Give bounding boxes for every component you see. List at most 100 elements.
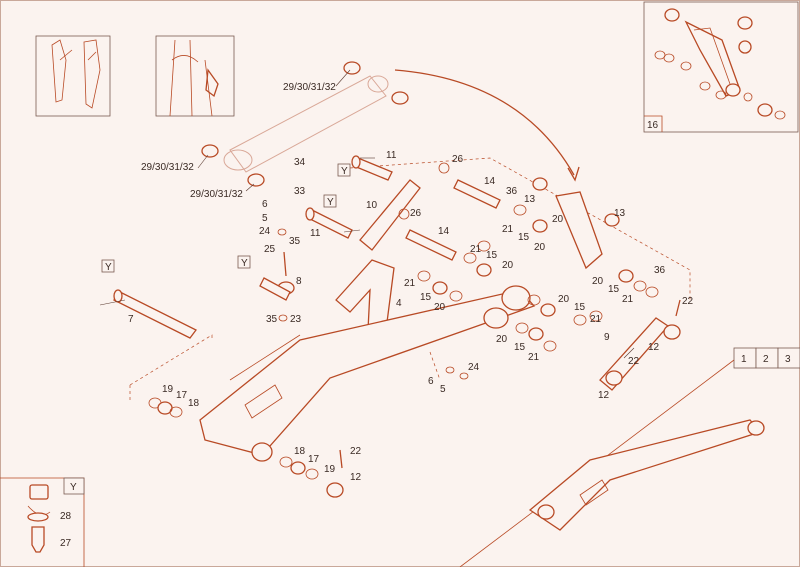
callout: 17: [176, 390, 188, 401]
callout: 19: [324, 464, 336, 475]
bolt-25: [283, 251, 287, 277]
bushings: [148, 162, 681, 498]
callout: 20: [534, 242, 546, 253]
callout: 15: [518, 232, 530, 243]
bolt-22-right: [675, 299, 681, 317]
callout: 15: [420, 292, 432, 303]
callout: 13: [614, 208, 626, 219]
thumbnail-left: [35, 35, 111, 117]
callout: 9: [604, 332, 610, 343]
pin-8: [259, 277, 291, 301]
tab-3[interactable]: [777, 347, 800, 369]
inset-y-label: Y: [70, 482, 77, 493]
callout: 5: [440, 384, 446, 395]
assembly-arrow: [394, 69, 575, 176]
callout: 20: [496, 334, 508, 345]
callout: 4: [396, 298, 402, 309]
callout: 29/30/31/32: [190, 189, 243, 200]
small-boom: [528, 419, 765, 531]
callout: 18: [294, 446, 306, 457]
pin-7: [113, 289, 197, 339]
callout: 26: [452, 154, 464, 165]
washer: [343, 61, 361, 75]
callout: 24: [259, 226, 271, 237]
callout: 15: [574, 302, 586, 313]
callout: 12: [598, 390, 610, 401]
svg-text:Y: Y: [341, 166, 348, 177]
leader-lines: [99, 69, 635, 359]
svg-text:Y: Y: [105, 262, 112, 273]
callout: 17: [308, 454, 320, 465]
callout: 28: [60, 511, 72, 522]
rocker-13: [555, 191, 603, 270]
callout: 12: [648, 342, 660, 353]
callout: 21: [470, 244, 482, 255]
washer: [201, 144, 219, 158]
callout: 29/30/31/32: [141, 162, 194, 173]
callout: 14: [484, 176, 496, 187]
callout: 14: [438, 226, 450, 237]
washer: [247, 173, 265, 187]
callout: 15: [514, 342, 526, 353]
svg-text:Y: Y: [327, 197, 334, 208]
callout: 25: [264, 244, 276, 255]
tab-1-label: 1: [741, 354, 747, 365]
inset-16: [643, 1, 799, 133]
pin-14-lower: [405, 229, 457, 261]
washer: [391, 91, 409, 105]
callout: 8: [296, 276, 302, 287]
callout: 18: [188, 398, 200, 409]
callout: 13: [524, 194, 536, 205]
svg-text:Y: Y: [241, 258, 248, 269]
callout: 20: [434, 302, 446, 313]
callout: 33: [294, 186, 306, 197]
callout: 12: [350, 472, 362, 483]
callout: 21: [622, 294, 634, 305]
callout: 7: [128, 314, 134, 325]
tab-3-label: 3: [785, 354, 791, 365]
callout: 20: [552, 214, 564, 225]
callout: 21: [590, 314, 602, 325]
link-10: [359, 179, 421, 251]
callout: 26: [410, 208, 422, 219]
callout-labels: 29/30/31/32 29/30/31/32 29/30/31/32 34 3…: [60, 82, 694, 549]
callout: 35: [289, 236, 301, 247]
callout: 15: [486, 250, 498, 261]
view-tabs[interactable]: [733, 347, 800, 369]
callout: 29/30/31/32: [283, 82, 336, 93]
callout: 21: [404, 278, 416, 289]
pin-11-lower: [305, 207, 353, 239]
callout: 22: [350, 446, 362, 457]
pin-11-upper: [351, 155, 393, 181]
callout: 6: [428, 376, 434, 387]
callout: 36: [654, 265, 666, 276]
bolt-22-left: [339, 449, 343, 469]
thumbnail-right: [155, 35, 235, 117]
main-boom: [199, 285, 536, 462]
callout: 20: [592, 276, 604, 287]
callout: 19: [162, 384, 174, 395]
callout: 21: [528, 352, 540, 363]
callout: 34: [294, 157, 306, 168]
callout: 20: [558, 294, 570, 305]
callout: 22: [628, 356, 640, 367]
callout: 15: [608, 284, 620, 295]
tab-2-label: 2: [763, 354, 769, 365]
callout: 5: [262, 213, 268, 224]
pin-14-upper: [453, 179, 501, 209]
callout: 21: [502, 224, 514, 235]
callout: 36: [506, 186, 518, 197]
callout: 6: [262, 199, 268, 210]
callout: 35: [266, 314, 278, 325]
callout: 23: [290, 314, 302, 325]
callout: 11: [310, 228, 321, 239]
bracket-4: [335, 259, 395, 331]
arrow-head: [567, 166, 580, 182]
inset-16-label: 16: [647, 120, 659, 131]
callout: 20: [502, 260, 514, 271]
y-tags: Y Y Y Y: [101, 163, 351, 273]
ghost-cylinder: [223, 75, 389, 173]
callout: 27: [60, 538, 72, 549]
